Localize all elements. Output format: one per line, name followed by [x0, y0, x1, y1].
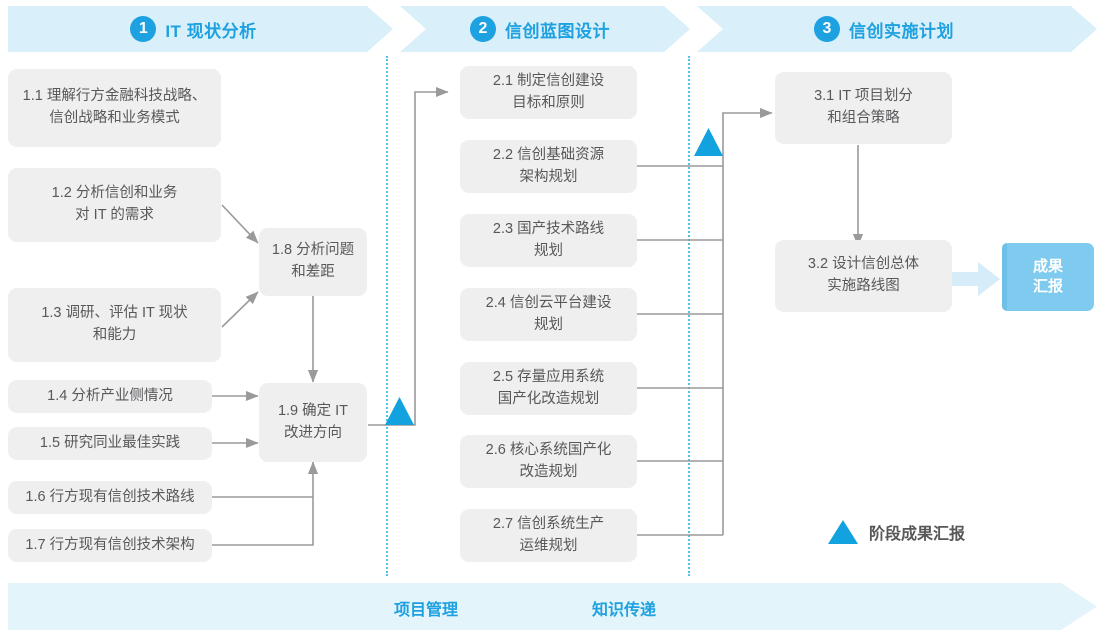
- result-report-badge[interactable]: 成果 汇报: [1002, 243, 1094, 311]
- phase-segment-2[interactable]: 2 信创蓝图设计: [400, 6, 690, 52]
- task-box-1-5[interactable]: 1.5 研究同业最佳实践: [8, 427, 212, 460]
- phase-segment-1[interactable]: 1 IT 现状分析: [8, 6, 393, 52]
- legend-label: 阶段成果汇报: [869, 526, 966, 543]
- task-box-1-7[interactable]: 1.7 行方现有信创技术架构: [8, 529, 212, 562]
- milestone-triangle-icon: [828, 520, 858, 544]
- task-box-3-1[interactable]: 3.1 IT 项目划分 和组合策略: [775, 72, 952, 144]
- task-box-2-5[interactable]: 2.5 存量应用系统 国产化改造规划: [460, 362, 637, 415]
- phase-segment-3[interactable]: 3 信创实施计划: [697, 6, 1097, 52]
- task-box-1-4[interactable]: 1.4 分析产业侧情况: [8, 380, 212, 413]
- legend: 阶段成果汇报: [828, 520, 965, 544]
- phase-number-badge-3: 3: [814, 16, 840, 42]
- result-arrow: [944, 262, 1000, 296]
- task-box-2-2[interactable]: 2.2 信创基础资源 架构规划: [460, 140, 637, 193]
- task-box-1-8[interactable]: 1.8 分析问题 和差距: [259, 228, 367, 296]
- task-box-2-7[interactable]: 2.7 信创系统生产 运维规划: [460, 509, 637, 562]
- task-box-2-6[interactable]: 2.6 核心系统国产化 改造规划: [460, 435, 637, 488]
- phase-divider-2: [688, 56, 690, 576]
- task-box-1-1[interactable]: 1.1 理解行方金融科技战略、 信创战略和业务模式: [8, 69, 221, 147]
- task-box-1-3[interactable]: 1.3 调研、评估 IT 现状 和能力: [8, 288, 221, 362]
- phase-divider-1: [386, 56, 388, 576]
- phase-number-badge-1: 1: [130, 16, 156, 42]
- task-box-3-2[interactable]: 3.2 设计信创总体 实施路线图: [775, 240, 952, 312]
- phase-header-bar: 1 IT 现状分析 2 信创蓝图设计 3 信创实施计划: [0, 6, 1115, 52]
- task-box-2-3[interactable]: 2.3 国产技术路线 规划: [460, 214, 637, 267]
- phase-title-2: 信创蓝图设计: [505, 21, 610, 41]
- bottom-label-project-management: 项目管理: [394, 602, 459, 619]
- bottom-bar: [8, 583, 1097, 630]
- task-box-1-9[interactable]: 1.9 确定 IT 改进方向: [259, 383, 367, 462]
- phase-title-1: IT 现状分析: [165, 21, 257, 41]
- phase-number-badge-2: 2: [470, 16, 496, 42]
- task-box-2-1[interactable]: 2.1 制定信创建设 目标和原则: [460, 66, 637, 119]
- phase-title-3: 信创实施计划: [849, 21, 954, 41]
- bottom-label-knowledge-transfer: 知识传递: [592, 602, 657, 619]
- task-box-1-2[interactable]: 1.2 分析信创和业务 对 IT 的需求: [8, 168, 221, 242]
- task-box-1-6[interactable]: 1.6 行方现有信创技术路线: [8, 481, 212, 514]
- task-box-2-4[interactable]: 2.4 信创云平台建设 规划: [460, 288, 637, 341]
